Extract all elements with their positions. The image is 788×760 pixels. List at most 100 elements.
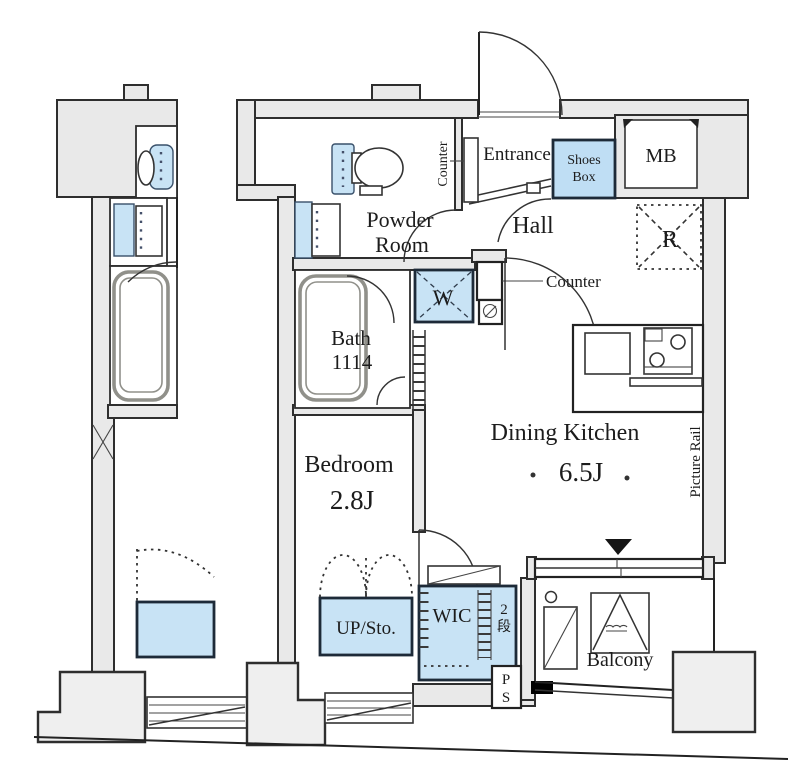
dining-kitchen-label: Dining Kitchen xyxy=(491,420,640,446)
balcony-drain-icon xyxy=(544,590,558,604)
powder-room-label: Powder xyxy=(366,207,434,232)
refrigerator-space xyxy=(636,204,702,270)
meter-box-tick xyxy=(623,119,633,128)
adjacent-wall xyxy=(107,404,178,419)
escape-hatch-glyph xyxy=(605,624,628,632)
wall-top-notch xyxy=(371,84,421,101)
storage-label: UP/Sto. xyxy=(336,618,396,639)
shoes-box-label: Box xyxy=(572,170,595,185)
text-dot xyxy=(624,475,630,481)
washer-label: W xyxy=(433,285,454,310)
shoes-box-door-arc xyxy=(497,198,552,243)
kitchen-sink-icon xyxy=(584,332,631,375)
dining-kitchen-size: 6.5J xyxy=(559,457,603,487)
wall-corner-block xyxy=(245,661,327,747)
powder-room-label: Room xyxy=(375,232,429,257)
genkan-step-line xyxy=(468,178,552,198)
wic-shelves-label: 段 xyxy=(497,619,511,635)
balcony-rail xyxy=(534,689,674,699)
wall-powder-hall xyxy=(454,117,463,211)
stove-control xyxy=(644,328,663,342)
bath-door-arc xyxy=(346,275,395,324)
pipe-space-label: P xyxy=(502,672,510,688)
wic-shelves-label: 2 xyxy=(500,602,508,618)
meter-box-tick xyxy=(689,119,699,128)
adjacent-door-arc xyxy=(127,261,177,283)
stove-icon xyxy=(643,327,693,375)
shoes-box xyxy=(551,138,617,200)
dining-kitchen: R Dining Kitchen 6.5J Picture Rail xyxy=(412,204,705,498)
water-heater-icon xyxy=(484,305,497,318)
balcony-corner-block xyxy=(671,650,757,734)
bath-area: Bath 1114 W xyxy=(294,268,475,409)
wic-shelf-diagonal xyxy=(427,565,501,585)
bedroom-label: Bedroom xyxy=(304,452,394,478)
adjacent-bathtub-inner xyxy=(119,277,163,393)
direction-marker xyxy=(605,539,632,555)
toilet-bowl-icon xyxy=(354,147,404,189)
adjacent-vanity-icon xyxy=(113,203,135,257)
kitchen-shelf xyxy=(629,377,703,387)
meter-box xyxy=(624,119,698,189)
pipe-space-label: S xyxy=(502,690,510,706)
bedroom: Bedroom 2.8J UP/Sto. xyxy=(304,452,414,724)
hall-counter xyxy=(475,260,504,302)
ground-line xyxy=(33,736,788,760)
washer-cross-mark xyxy=(416,271,472,321)
wall-right xyxy=(702,197,726,564)
adjacent-bathtub-icon xyxy=(112,270,170,402)
adjacent-unit xyxy=(36,84,248,744)
bedroom-size: 2.8J xyxy=(330,485,374,515)
wic-label: WIC xyxy=(433,605,472,627)
bath-corner-arc xyxy=(376,376,406,406)
escape-hatch-box xyxy=(590,592,650,654)
wall-bedroom-dk xyxy=(412,409,426,533)
pipe-space-box xyxy=(490,664,523,710)
bath-size-label: 1114 xyxy=(332,350,373,374)
wic-area: WIC 2 段 P S xyxy=(417,529,523,710)
stove-grill xyxy=(643,366,693,375)
side-counter-label: Counter xyxy=(436,141,451,186)
bath-label: Bath xyxy=(331,326,371,350)
genkan-step-detail xyxy=(526,182,541,194)
storage-door-arc-dashed xyxy=(319,554,367,598)
balcony-rail xyxy=(534,681,674,691)
entrance-hall: Shoes Box MB Counter Entrance Hall Count… xyxy=(436,31,699,351)
wic-space xyxy=(417,584,518,682)
entrance-side-counter xyxy=(463,137,479,203)
shoes-box-label: Shoes xyxy=(567,153,600,168)
stove-burner xyxy=(649,352,665,368)
storage-door-arc-dashed xyxy=(365,554,413,598)
wall-top-left xyxy=(236,99,479,119)
bathtub-inner xyxy=(305,281,361,395)
balcony-label: Balcony xyxy=(587,649,654,671)
entrance-door-arc xyxy=(478,31,563,116)
wall-powder-bath xyxy=(292,257,476,271)
adjacent-wall-notch xyxy=(123,84,149,101)
wall-counter-top xyxy=(471,249,507,263)
pipe-cross-mark xyxy=(92,424,114,460)
powder-door-arc xyxy=(403,209,457,263)
picture-rail-label: Picture Rail xyxy=(688,426,704,497)
refrigerator-label: R xyxy=(662,227,678,253)
water-heater-icon xyxy=(482,303,498,319)
adjacent-corner-block xyxy=(36,670,147,744)
balcony-unit-diagonal xyxy=(543,606,578,670)
bathtub-icon xyxy=(298,274,368,402)
escape-hatch-triangle xyxy=(592,593,648,651)
vanity-icon xyxy=(294,201,313,259)
toilet-base xyxy=(359,185,383,196)
meter-box-label: MB xyxy=(645,145,676,167)
hall-label: Hall xyxy=(512,213,554,239)
storage-box xyxy=(318,596,414,657)
adjacent-closet xyxy=(135,600,216,659)
window-diagonal xyxy=(326,702,412,721)
powder-room: Powder Room xyxy=(294,143,457,263)
text-dot xyxy=(530,472,536,478)
entrance-label: Entrance xyxy=(483,144,551,165)
stove-burner xyxy=(670,334,686,350)
adjacent-toilet-bowl-icon xyxy=(137,150,155,186)
balcony: Balcony xyxy=(526,539,757,734)
